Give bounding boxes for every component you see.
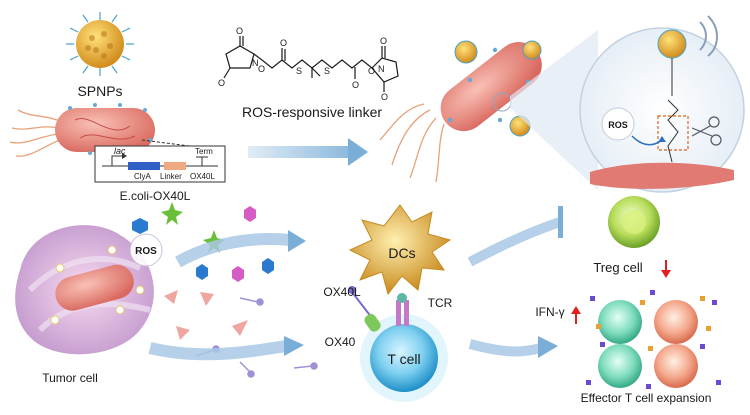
svg-text:S: S — [324, 66, 330, 76]
ros-tumor-label: ROS — [135, 246, 157, 257]
ecoli-bacterium-icon — [9, 103, 155, 157]
ox40l-gene-label: OX40L — [190, 172, 215, 181]
svg-text:S: S — [296, 66, 302, 76]
terminator-label: Term — [195, 147, 213, 156]
plasmid-construct: lac Term ClyA Linker OX40L — [94, 145, 226, 183]
svg-text:O: O — [280, 38, 287, 48]
svg-text:O: O — [258, 64, 265, 74]
tcr-label: TCR — [428, 296, 453, 310]
svg-text:O: O — [380, 36, 387, 46]
ros-bubble — [129, 233, 163, 267]
svg-text:N: N — [378, 64, 385, 74]
svg-text:O: O — [236, 26, 243, 36]
tumor-cell-icon — [15, 225, 154, 355]
ros-linker-label: ROS-responsive linker — [242, 104, 382, 120]
t-cell-icon — [360, 314, 448, 402]
svg-text:O: O — [352, 80, 359, 90]
linker-chemical-structure-icon — [223, 36, 399, 92]
linker-gene — [164, 162, 186, 170]
t-cell-label: T cell — [387, 351, 420, 367]
svg-text:N: N — [252, 58, 259, 68]
clya-gene — [128, 162, 160, 170]
treg-down-arrow-icon — [661, 260, 671, 278]
ifn-up-arrow-icon — [571, 306, 581, 324]
ifn-label: IFN-γ — [535, 305, 564, 319]
effector-t-cells-icon — [586, 290, 721, 389]
dcs-label: DCs — [388, 245, 415, 261]
tumor-cell-label: Tumor cell — [42, 371, 98, 385]
treg-cell-icon — [608, 196, 660, 248]
ox40-ox40l-receptor-icon — [348, 286, 381, 332]
clya-label: ClyA — [134, 172, 152, 181]
inhibition-arrow-treg — [467, 206, 563, 267]
spnps-label: SPNPs — [77, 83, 122, 99]
ecoli-label: E.coli-OX40L — [120, 189, 191, 203]
svg-text:O: O — [381, 92, 388, 102]
decorated-bacterium-icon — [379, 40, 542, 183]
effector-label: Effector T cell expansion — [581, 391, 712, 405]
ox40-label: OX40 — [325, 335, 356, 349]
spnp-nanoparticle-icon — [66, 12, 134, 76]
linker-label: Linker — [160, 172, 182, 181]
dendritic-cell-icon — [348, 204, 452, 296]
process-arrow-top — [248, 138, 368, 166]
zoom-cone — [510, 30, 598, 190]
tcr-receptor-icon — [396, 293, 409, 326]
arrow-to-effector — [468, 336, 558, 358]
promoter-label: lac — [114, 146, 126, 156]
ros-top-label: ROS — [608, 120, 628, 130]
scissors-icon — [691, 116, 722, 146]
svg-text:O: O — [218, 78, 225, 88]
treg-label: Treg cell — [593, 260, 642, 275]
ox40l-label: OX40L — [323, 285, 361, 299]
arrow-to-tcell — [148, 336, 304, 361]
svg-text:O: O — [368, 66, 375, 76]
zoom-bubble — [579, 15, 745, 193]
arrow-to-dcs — [175, 230, 306, 268]
